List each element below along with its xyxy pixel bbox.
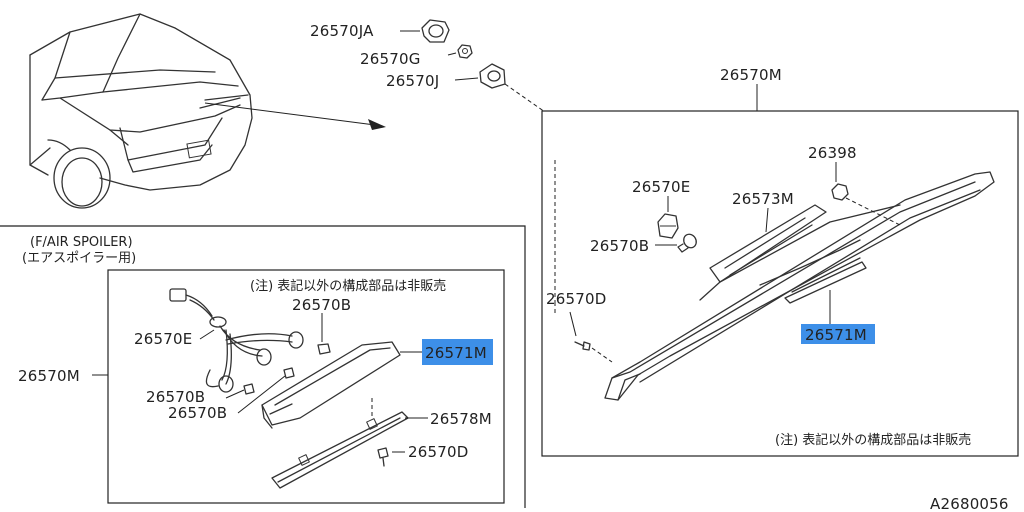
part-26570G-nut xyxy=(447,44,473,59)
label-26570E-main: 26570E xyxy=(632,178,690,196)
car-rear-illustration xyxy=(29,13,253,209)
figure-id: A2680056 xyxy=(930,495,1009,512)
main-rear-spoiler xyxy=(604,171,995,401)
label-26570E-inset: 26570E xyxy=(134,330,192,348)
label-26578M: 26578M xyxy=(430,410,492,428)
inset-frame-inner xyxy=(107,269,505,504)
location-arrow xyxy=(204,102,386,130)
label-26573M: 26573M xyxy=(732,190,794,208)
part-26578M-base xyxy=(271,398,428,489)
part-26573M-lamp-lens xyxy=(709,204,827,283)
part-26570J-bracket xyxy=(454,63,546,113)
label-26570J: 26570J xyxy=(386,72,439,90)
label-26570M-top: 26570M xyxy=(720,66,782,84)
part-26571M-lamp-body xyxy=(261,341,422,429)
part-26570JA-socket xyxy=(400,19,450,43)
part-bulbs-inset xyxy=(243,343,331,395)
label-26570B-main: 26570B xyxy=(590,237,649,255)
inset-frame-outer xyxy=(0,225,526,508)
label-26570B-inset-1: 26570B xyxy=(146,388,205,406)
label-26571M-main: 26571M xyxy=(805,326,867,344)
note-main: (注) 表記以外の構成部品は非販売 xyxy=(775,432,971,448)
part-26570D-screw-inset xyxy=(377,447,405,467)
inset-title-line1: (F/AIR SPOILER) xyxy=(30,235,133,250)
part-26398-clip xyxy=(831,162,901,226)
part-26570B-bulb-main xyxy=(655,233,697,253)
label-26570M-left: 26570M xyxy=(18,367,80,385)
label-26570JA: 26570JA xyxy=(310,22,374,40)
highlight-26571M-main xyxy=(801,324,875,344)
highlight-26571M-inset xyxy=(422,339,493,365)
label-26570D-inset: 26570D xyxy=(408,443,468,461)
inset-title-line2: (エアスポイラー用) xyxy=(22,251,136,266)
part-26570E-socket-main xyxy=(657,196,679,239)
label-26570G: 26570G xyxy=(360,50,421,68)
label-26571M-inset: 26571M xyxy=(425,344,487,362)
part-wiring-harness xyxy=(169,288,304,393)
label-26570B-inset-top: 26570B xyxy=(292,296,351,314)
label-26570B-inset-2: 26570B xyxy=(168,404,227,422)
part-26570D-screw-main xyxy=(569,311,613,363)
label-26570D-main: 26570D xyxy=(546,290,606,308)
note-inset: (注) 表記以外の構成部品は非販売 xyxy=(250,278,446,294)
label-26398: 26398 xyxy=(808,144,857,162)
main-assembly-frame xyxy=(541,110,1019,457)
